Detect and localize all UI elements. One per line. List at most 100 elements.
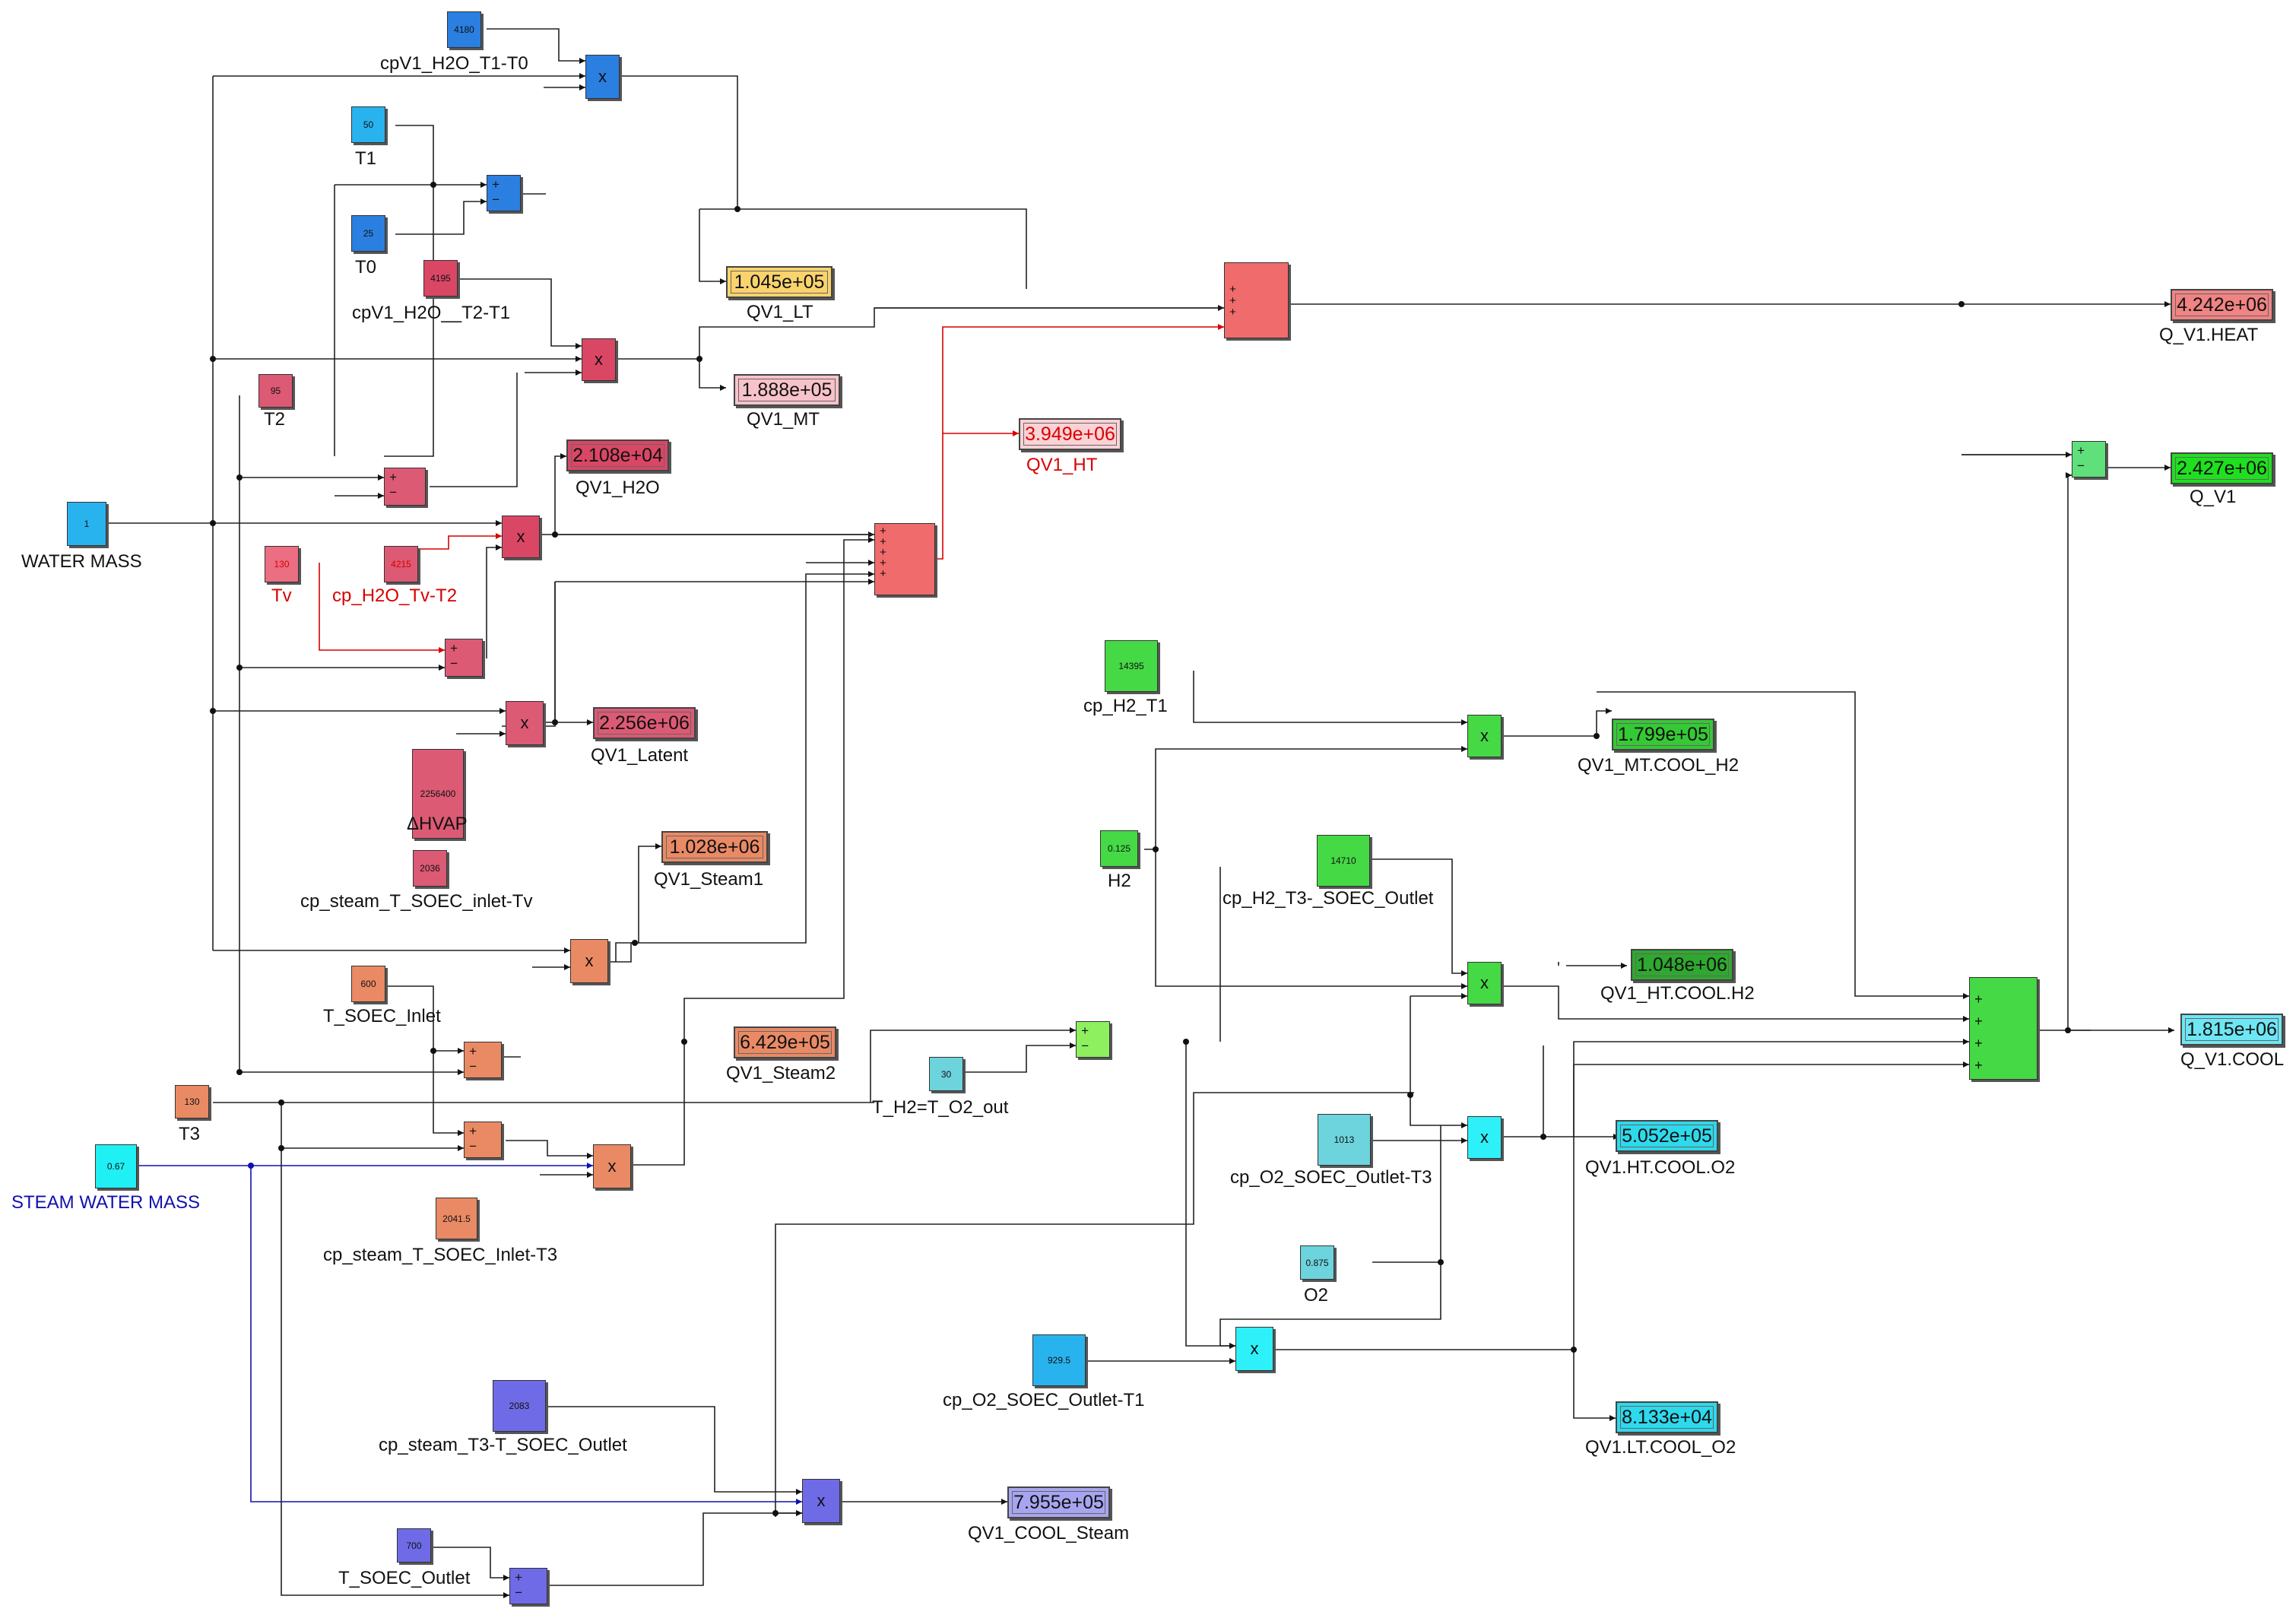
display-block[interactable]: 2.108e+04 (566, 439, 669, 471)
display-label: QV1_Latent (591, 745, 689, 766)
operator-symbol: + − (2077, 445, 2085, 474)
sum-block[interactable]: + − (2072, 441, 2106, 478)
constant-block[interactable]: 0.125 (1100, 830, 1138, 867)
constant-block[interactable]: 0.67 (95, 1144, 137, 1188)
constant-value: 25 (363, 228, 374, 239)
display-block[interactable]: 2.427e+06 (2171, 452, 2273, 484)
constant-block[interactable]: 25 (351, 215, 385, 252)
product-block[interactable]: x (502, 516, 540, 558)
sum-block[interactable]: + − (464, 1042, 502, 1078)
constant-block[interactable]: 14710 (1317, 835, 1370, 887)
constant-block[interactable]: 4215 (384, 546, 418, 582)
display-value: 2.108e+04 (571, 444, 664, 467)
block-label: O2 (1304, 1285, 1329, 1306)
product-block[interactable]: x (585, 55, 620, 99)
sum-block[interactable]: + − (509, 1568, 547, 1604)
sum-block[interactable]: + + + + + (874, 523, 935, 595)
constant-block[interactable]: 4180 (447, 11, 481, 48)
constant-value: 30 (940, 1068, 952, 1080)
sum-block[interactable]: + − (487, 175, 521, 211)
product-block[interactable]: x (570, 939, 608, 983)
product-block[interactable]: x (582, 338, 616, 381)
constant-value: 4215 (391, 559, 411, 570)
display-value: 4.242e+06 (2175, 293, 2269, 316)
sum-block[interactable]: + + + + (1969, 977, 2038, 1080)
display-block[interactable]: 6.429e+05 (734, 1026, 836, 1058)
operator-symbol: x (520, 713, 529, 732)
display-block[interactable]: 7.955e+05 (1007, 1486, 1110, 1518)
constant-value: 1013 (1334, 1134, 1355, 1145)
constant-block[interactable]: 2256400 (412, 749, 464, 839)
block-label: T_H2=T_O2_out (872, 1097, 1009, 1118)
display-block[interactable]: 1.048e+06 (1631, 949, 1733, 981)
constant-block[interactable]: 1013 (1318, 1114, 1371, 1166)
constant-value: 929.5 (1047, 1355, 1071, 1366)
constant-block[interactable]: 4195 (423, 260, 458, 297)
operator-symbol: + − (389, 471, 398, 501)
product-block[interactable]: x (802, 1479, 840, 1523)
display-block[interactable]: 5.052e+05 (1616, 1120, 1718, 1152)
constant-value: 4180 (454, 24, 474, 35)
operator-symbol: x (585, 951, 594, 970)
product-block[interactable]: x (506, 701, 544, 745)
display-label: Q_V1.HEAT (2159, 325, 2259, 345)
constant-value: 0.125 (1107, 843, 1131, 854)
constant-block[interactable]: 700 (397, 1528, 431, 1563)
display-value: 1.048e+06 (1635, 953, 1729, 976)
operator-symbol: x (595, 350, 603, 369)
constant-value: 2041.5 (442, 1213, 471, 1224)
display-label: QV1_MT (747, 409, 820, 430)
display-value: 1.815e+06 (2185, 1018, 2279, 1041)
product-block[interactable]: x (1467, 962, 1502, 1004)
block-label: cp_steam_T_SOEC_inlet-Tv (300, 891, 533, 912)
operator-symbol: x (607, 1157, 617, 1176)
operator-symbol: + + + (1229, 284, 1237, 319)
display-block[interactable]: 1.815e+06 (2180, 1014, 2283, 1045)
constant-block[interactable]: 14395 (1105, 640, 1158, 692)
constant-value: 2083 (509, 1401, 530, 1411)
constant-block[interactable]: 929.5 (1032, 1334, 1086, 1386)
constant-block[interactable]: 1 (67, 502, 106, 546)
constant-block[interactable]: 2083 (493, 1380, 546, 1432)
display-block[interactable]: 1.028e+06 (661, 831, 768, 863)
constant-block[interactable]: 0.875 (1300, 1245, 1334, 1280)
display-block[interactable]: 8.133e+04 (1616, 1401, 1718, 1433)
sum-block[interactable]: + − (464, 1122, 502, 1158)
display-label: QV1_MT.COOL_H2 (1578, 755, 1739, 776)
constant-block[interactable]: 130 (175, 1085, 209, 1118)
block-label: cp_O2_SOEC_Outlet-T3 (1230, 1167, 1432, 1188)
display-block[interactable]: 1.799e+05 (1612, 719, 1714, 750)
constant-value: 130 (274, 559, 290, 570)
constant-block[interactable]: 600 (351, 966, 385, 1002)
constant-block[interactable]: 50 (351, 106, 385, 143)
block-label: H2 (1108, 871, 1131, 891)
product-block[interactable]: x (593, 1144, 631, 1188)
block-label: T0 (355, 257, 377, 278)
display-block[interactable]: 1.888e+05 (734, 374, 840, 406)
display-block[interactable]: 3.949e+06 (1019, 418, 1121, 450)
operator-symbol: + − (469, 1045, 477, 1075)
sum-block[interactable]: + − (445, 639, 483, 677)
sum-block[interactable]: + + + (1224, 262, 1289, 338)
constant-block[interactable]: 95 (258, 374, 293, 408)
constant-block[interactable]: 130 (265, 546, 299, 582)
sum-block[interactable]: + − (384, 468, 426, 506)
product-block[interactable]: x (1235, 1327, 1273, 1371)
display-value: 1.888e+05 (738, 379, 836, 401)
constant-block[interactable]: 30 (929, 1057, 963, 1091)
product-block[interactable]: x (1467, 1116, 1502, 1159)
constant-block[interactable]: 2036 (413, 850, 447, 887)
display-value: 2.427e+06 (2175, 457, 2269, 480)
product-block[interactable]: x (1467, 715, 1502, 757)
operator-symbol: x (516, 527, 525, 546)
constant-block[interactable]: 2041.5 (436, 1198, 477, 1239)
display-block[interactable]: 2.256e+06 (593, 707, 696, 739)
display-block[interactable]: 1.045e+05 (726, 266, 832, 298)
block-label: T_SOEC_Outlet (338, 1568, 471, 1588)
sum-block[interactable]: + − (1076, 1021, 1110, 1058)
operator-symbol: + − (450, 643, 458, 672)
operator-symbol: + − (469, 1125, 477, 1155)
display-block[interactable]: 4.242e+06 (2171, 289, 2273, 321)
constant-value: 700 (406, 1540, 422, 1551)
